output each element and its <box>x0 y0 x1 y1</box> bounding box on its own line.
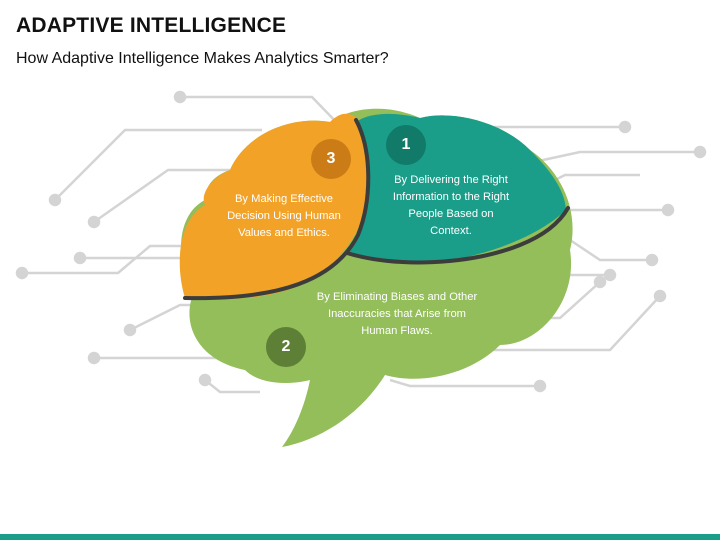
badge-1: 1 <box>386 125 426 165</box>
segment-3-text: By Making Effective Decision Using Human… <box>227 193 341 239</box>
page-subtitle: How Adaptive Intelligence Makes Analytic… <box>16 50 389 67</box>
segment-2-text: By Eliminating Biases and Other Inaccura… <box>316 291 478 337</box>
badge-2: 2 <box>266 327 306 367</box>
badge-2-number: 2 <box>281 338 291 355</box>
page-title: ADAPTIVE INTELLIGENCE <box>16 14 287 37</box>
divider-orange <box>183 118 371 301</box>
badge-3-number: 3 <box>326 150 336 167</box>
footer-bar <box>0 534 720 540</box>
badge-1-number: 1 <box>401 136 411 153</box>
badge-3: 3 <box>311 139 351 179</box>
segment-1-text: By Delivering the Right Information to t… <box>392 174 510 237</box>
divider-teal <box>345 206 570 265</box>
circuit-lines <box>15 90 707 394</box>
